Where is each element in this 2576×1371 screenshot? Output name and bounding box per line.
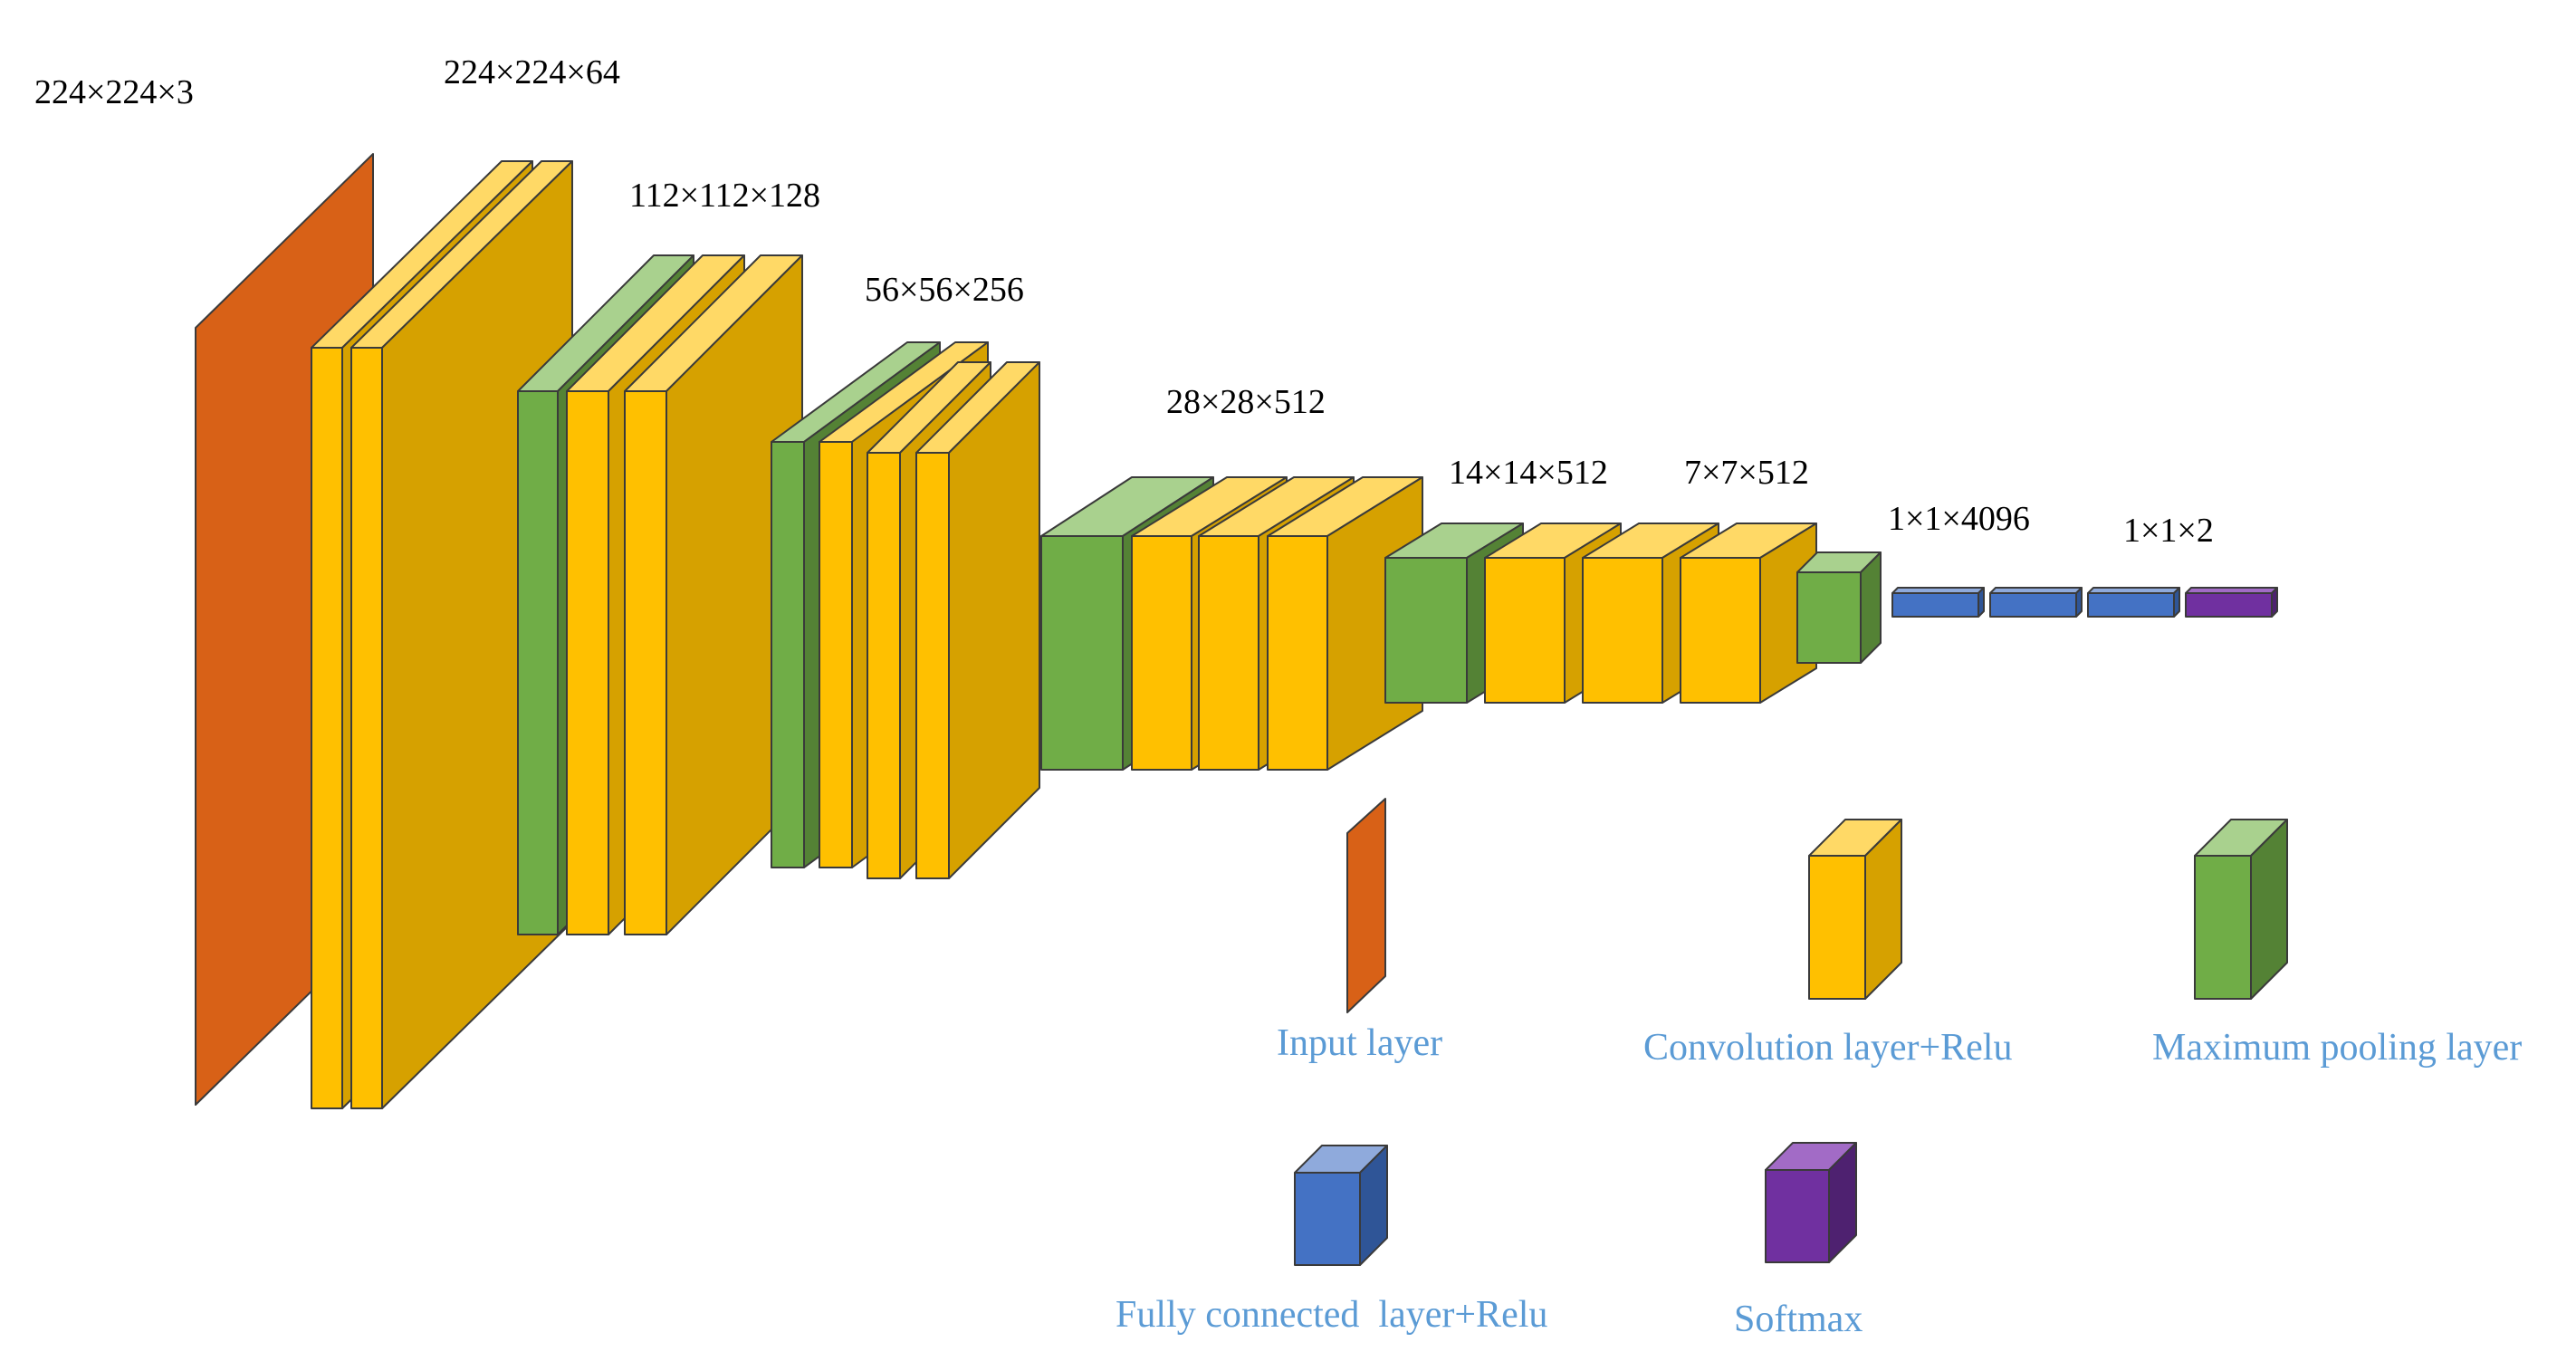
legend-fc-box-front	[1294, 1172, 1361, 1266]
legend-softmax-box-front	[1765, 1169, 1830, 1263]
label-block5-dims: 14×14×512	[1449, 454, 1608, 492]
label-block1-dims: 224×224×64	[444, 53, 620, 91]
block3-pool-front	[771, 441, 805, 868]
block2-conv2	[624, 254, 803, 935]
softmax-layer	[2185, 587, 2278, 618]
legend-fc-label: Fully connected layer+Relu	[1116, 1294, 1547, 1336]
legend-softmax-box	[1765, 1142, 1857, 1263]
network-layers	[195, 153, 2278, 1109]
legend-pool-icon	[2194, 819, 2288, 1000]
legend-input-icon	[1346, 798, 1386, 1013]
block5-pool-front	[1384, 557, 1468, 704]
label-pool5-dims: 7×7×512	[1684, 454, 1809, 492]
label-fc-dims: 1×1×4096	[1888, 500, 2030, 538]
fc2	[1989, 587, 2083, 618]
block4-pool-front	[1040, 535, 1124, 771]
label-softmax-dims: 1×1×2	[2123, 512, 2214, 550]
legend-softmax-label: Softmax	[1734, 1299, 1863, 1340]
block2-pool-front	[517, 390, 559, 935]
label-block3-dims: 56×56×256	[865, 271, 1024, 309]
pool5-front	[1796, 571, 1862, 664]
label-block4-dims: 28×28×512	[1166, 383, 1326, 421]
block3-conv3	[915, 361, 1040, 879]
fc1	[1891, 587, 1985, 618]
block5-conv3	[1680, 523, 1817, 704]
legend-pool-box	[2194, 819, 2288, 1000]
block5-conv2-front	[1582, 557, 1663, 704]
legend-softmax-icon	[1765, 1142, 1857, 1263]
label-input-dims: 224×224×3	[34, 73, 194, 111]
fc2-front	[1989, 592, 2077, 618]
fc3	[2087, 587, 2180, 618]
legend-pool-box-front	[2194, 855, 2252, 1000]
block5-conv3-front	[1680, 557, 1761, 704]
block3-conv3-front	[915, 452, 950, 879]
block4-conv2-front	[1198, 535, 1259, 771]
fc1-front	[1891, 592, 1979, 618]
block1-conv2-front	[350, 347, 383, 1109]
block3-conv3-side	[948, 361, 1040, 879]
legend-conv-label: Convolution layer+Relu	[1643, 1027, 2012, 1069]
legend: Input layer Convolution layer+Relu Maxim…	[1116, 798, 2522, 1340]
legend-conv-box-front	[1808, 855, 1866, 1000]
block4-conv3-front	[1267, 535, 1328, 771]
label-block2-dims: 112×112×128	[629, 177, 820, 215]
block2-conv1-front	[566, 390, 609, 935]
legend-pool-label: Maximum pooling layer	[2152, 1027, 2522, 1069]
block3-conv1-front	[819, 441, 853, 868]
legend-conv-box	[1808, 819, 1902, 1000]
legend-fc-icon	[1294, 1145, 1388, 1266]
block2-conv2-front	[624, 390, 667, 935]
block4-conv1-front	[1131, 535, 1192, 771]
pool5	[1796, 551, 1882, 664]
fc3-front	[2087, 592, 2175, 618]
pool5-side	[1860, 551, 1882, 664]
block5-conv1-front	[1484, 557, 1566, 704]
legend-conv-icon	[1808, 819, 1902, 1000]
legend-fc-box	[1294, 1145, 1388, 1266]
legend-input-sheet	[1346, 798, 1386, 1013]
softmax-layer-front	[2185, 592, 2273, 618]
legend-input-label: Input layer	[1277, 1022, 1442, 1064]
block3-conv2-front	[867, 452, 901, 879]
block1-conv1-front	[311, 347, 343, 1109]
